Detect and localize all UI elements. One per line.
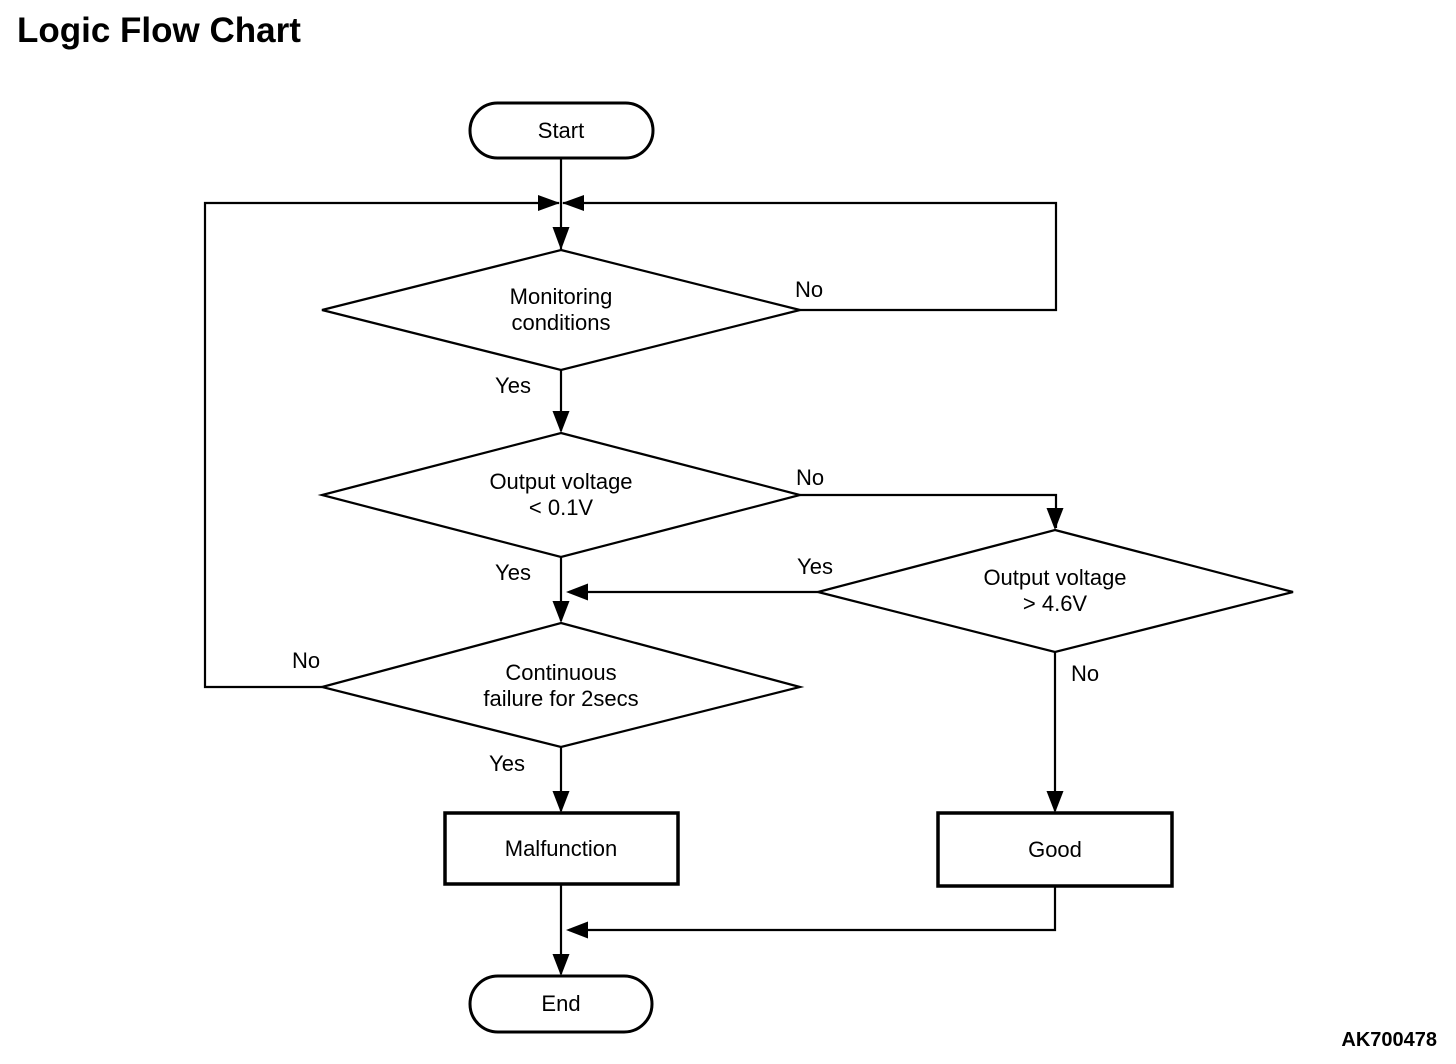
arrowhead-into-output-high-icon bbox=[1046, 508, 1064, 530]
start-terminator-shape bbox=[468, 101, 655, 160]
good-process-shape bbox=[936, 811, 1174, 888]
output-low-node-label-line2: < 0.1V bbox=[528, 495, 594, 520]
monitoring-node-label: Monitoring conditions bbox=[510, 284, 613, 336]
output-low-decision-shape bbox=[317, 431, 805, 559]
output-high-yes-label: Yes bbox=[797, 554, 833, 579]
figure-code: AK700478 bbox=[1341, 1029, 1437, 1051]
malfunction-process-shape bbox=[443, 811, 680, 886]
arrowhead-into-continuous-icon bbox=[552, 601, 570, 623]
arrowhead-into-good-icon bbox=[1046, 791, 1064, 813]
arrowhead-into-output-low-icon bbox=[552, 411, 570, 433]
monitoring-decision-shape bbox=[321, 248, 801, 372]
continuous-node-label-line1: Continuous bbox=[505, 660, 617, 685]
edge-good-merge bbox=[569, 886, 1057, 932]
edge-continuous-no-loop bbox=[203, 201, 559, 689]
good-node-label: Good bbox=[1028, 837, 1082, 862]
arrowhead-junction-right-icon bbox=[538, 195, 560, 211]
continuous-decision-shape bbox=[317, 621, 805, 749]
edge-monitoring-no-loop bbox=[563, 201, 1058, 312]
output-high-decision-shape bbox=[817, 528, 1294, 654]
output-high-node-label: Output voltage > 4.6V bbox=[983, 565, 1126, 617]
output-low-yes-label: Yes bbox=[495, 560, 531, 585]
output-low-no-label: No bbox=[795, 465, 825, 490]
monitoring-yes-label: Yes bbox=[495, 373, 531, 398]
arrowhead-into-end-icon bbox=[552, 954, 570, 976]
continuous-no-label: No bbox=[291, 648, 321, 673]
malfunction-node-label: Malfunction bbox=[504, 836, 618, 861]
arrowhead-merge-end-icon bbox=[566, 921, 588, 939]
continuous-node-label: Continuous failure for 2secs bbox=[483, 660, 638, 712]
monitoring-node-label-line2: conditions bbox=[511, 310, 611, 335]
arrowhead-merge-yes-icon bbox=[566, 583, 588, 601]
end-node-label: End bbox=[541, 991, 581, 1016]
output-high-node-label-line2: > 4.6V bbox=[1022, 591, 1088, 616]
arrowhead-into-malfunction-icon bbox=[552, 791, 570, 813]
continuous-yes-label: Yes bbox=[489, 751, 525, 776]
arrowhead-into-monitoring-icon bbox=[552, 227, 570, 250]
output-low-node-label: Output voltage < 0.1V bbox=[489, 469, 632, 521]
monitoring-node-label-line1: Monitoring bbox=[509, 284, 613, 309]
start-node-label: Start bbox=[537, 118, 585, 143]
continuous-node-label-line2: failure for 2secs bbox=[483, 686, 639, 711]
page-title: Logic Flow Chart bbox=[17, 11, 301, 50]
arrowhead-junction-left-icon bbox=[562, 195, 584, 211]
output-high-no-label: No bbox=[1070, 661, 1100, 686]
output-low-node-label-line1: Output voltage bbox=[489, 469, 633, 494]
edge-output-low-no bbox=[800, 493, 1058, 528]
output-high-node-label-line1: Output voltage bbox=[983, 565, 1127, 590]
monitoring-no-label: No bbox=[794, 277, 824, 302]
